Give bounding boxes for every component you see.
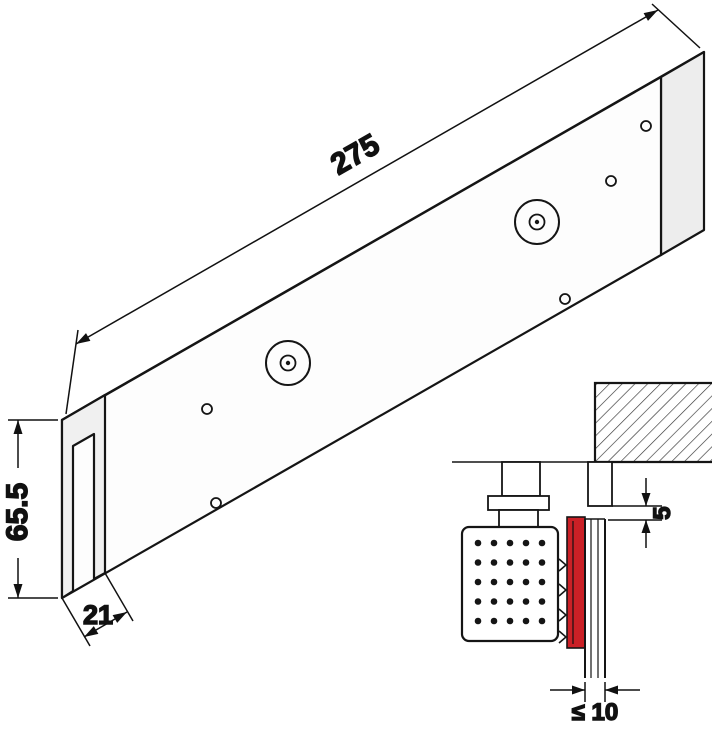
closer-dot bbox=[506, 617, 514, 625]
dimension-width-label: 21 bbox=[83, 600, 113, 630]
plate-holes bbox=[201, 120, 652, 509]
dimension-width: 21 bbox=[61, 572, 134, 647]
closer-dot bbox=[506, 578, 514, 586]
closer-dot bbox=[474, 578, 482, 586]
closer-dot bbox=[538, 598, 546, 605]
closer-dot bbox=[522, 559, 530, 566]
closer-dot bbox=[538, 559, 546, 566]
plate-right-end-face bbox=[659, 50, 706, 257]
isometric-plate-view bbox=[60, 50, 706, 600]
wall-section-outline bbox=[593, 381, 712, 464]
dimension-gap-label: 5 bbox=[649, 506, 676, 519]
door-closer-dots bbox=[474, 539, 546, 625]
closer-dot bbox=[474, 598, 482, 605]
closer-dot bbox=[538, 578, 546, 586]
closer-dot bbox=[538, 617, 546, 625]
closer-dot bbox=[490, 617, 498, 625]
dimension-gap: 5 bbox=[608, 478, 677, 548]
closer-dot bbox=[490, 578, 498, 586]
serration-mark bbox=[558, 558, 568, 572]
mounting-hole bbox=[559, 293, 571, 305]
serration-mark bbox=[558, 630, 568, 644]
countersunk-hole bbox=[514, 199, 560, 245]
section-detail-view: 5 ≤ 10 bbox=[452, 381, 712, 727]
dimension-height-label: 65.5 bbox=[1, 483, 34, 541]
glass-pane bbox=[584, 518, 606, 678]
closer-dot bbox=[506, 539, 514, 547]
closer-dot bbox=[522, 598, 530, 605]
mounting-hole bbox=[640, 120, 652, 132]
stop-bracket bbox=[587, 461, 613, 507]
serration-mark bbox=[558, 608, 568, 622]
dimension-length-label: 275 bbox=[325, 128, 385, 182]
closer-dot bbox=[490, 598, 498, 605]
mounting-hole bbox=[201, 403, 213, 415]
closer-dot bbox=[522, 539, 530, 547]
clamping-plate-section bbox=[566, 516, 586, 649]
closer-dot bbox=[474, 617, 482, 625]
serration-mark bbox=[558, 583, 568, 597]
dimension-glass-thickness-label: ≤ 10 bbox=[572, 699, 619, 726]
wall-section-hatched bbox=[595, 383, 712, 462]
countersunk-hole bbox=[265, 340, 311, 386]
spindle-block bbox=[501, 461, 541, 497]
closer-dot bbox=[538, 539, 546, 547]
serration-marks bbox=[558, 558, 568, 644]
mounting-hole bbox=[605, 175, 617, 187]
closer-dot bbox=[474, 539, 482, 547]
mounting-hole bbox=[210, 497, 222, 509]
closer-dot bbox=[522, 578, 530, 586]
dimension-glass-thickness: ≤ 10 bbox=[550, 682, 640, 727]
closer-dot bbox=[506, 598, 514, 605]
closer-dot bbox=[474, 559, 482, 566]
pivot-base bbox=[498, 509, 539, 528]
closer-dot bbox=[506, 559, 514, 566]
pivot-plate bbox=[487, 495, 550, 511]
pivot-assembly bbox=[487, 461, 550, 528]
plate-end-face-u-profile bbox=[60, 393, 107, 600]
dimension-height: 65.5 bbox=[0, 419, 58, 599]
closer-dot bbox=[490, 539, 498, 547]
closer-dot bbox=[522, 617, 530, 625]
closer-dot bbox=[490, 559, 498, 566]
